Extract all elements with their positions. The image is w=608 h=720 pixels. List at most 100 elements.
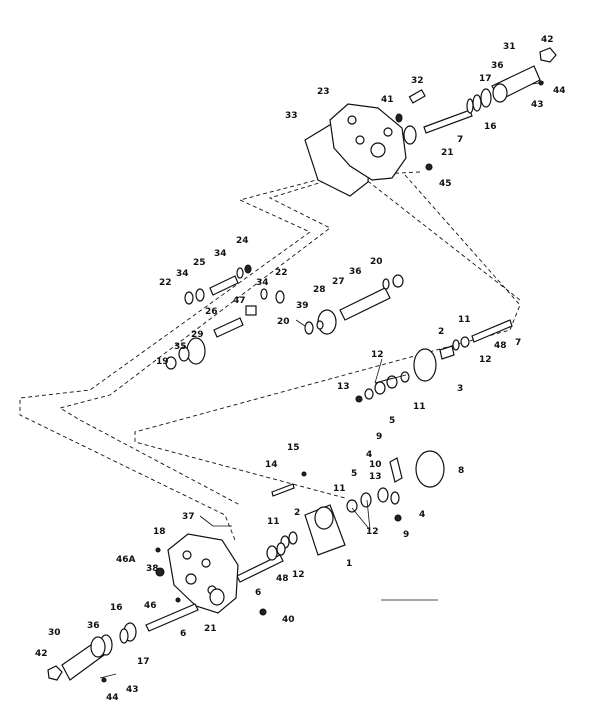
callout-47: 47 [233,296,246,306]
washer-17 [466,98,474,114]
washer-34b [236,267,244,279]
callout-11: 11 [267,517,280,527]
callout-26: 26 [205,307,218,317]
axle-7 [423,109,473,134]
washer-12 [460,336,470,348]
gear-5b [374,381,386,395]
callout-labels: 42 31 36 17 44 43 16 32 23 41 7 33 21 45… [35,35,566,703]
callout-39: 39 [296,301,309,311]
callout-34: 34 [176,269,189,279]
callout-18: 18 [153,527,166,537]
callout-15: 15 [287,443,300,453]
axle-7-mid [471,319,513,343]
callout-44: 44 [106,693,119,703]
callout-33: 33 [285,111,298,121]
block-47 [245,305,257,316]
callout-45: 45 [439,179,452,189]
bushing-38 [155,567,165,577]
callout-6: 6 [180,629,186,639]
bearing-20b [392,274,404,288]
shaft-10 [389,457,403,483]
callout-22: 22 [275,268,288,278]
callout-29: 29 [191,330,204,340]
callout-36: 36 [491,61,504,71]
callout-12: 12 [479,355,492,365]
callout-10: 10 [369,460,382,470]
callout-44: 44 [553,86,566,96]
callout-12: 12 [366,527,379,537]
washer-2 [288,531,298,545]
callout-17: 17 [479,74,492,84]
callout-11: 11 [413,402,426,412]
gear-5-low [377,487,389,503]
callout-7: 7 [457,135,463,145]
callout-42: 42 [541,35,554,45]
callout-16: 16 [110,603,123,613]
screw-46a [155,547,161,553]
washer-12-low [346,499,358,513]
callout-8: 8 [458,466,464,476]
washer-17-low [119,628,129,644]
bearing-22 [275,290,285,304]
gear-4 [390,491,400,505]
callout-42: 42 [35,649,48,659]
callout-23: 23 [317,87,330,97]
washer-11 [452,339,460,351]
callout-28: 28 [313,285,326,295]
screw-46 [175,597,181,603]
housing-boss [355,135,365,145]
callout-24: 24 [236,236,249,246]
middle-center-group [304,274,404,335]
callout-5: 5 [351,469,357,479]
washer-12b [364,388,374,400]
callout-4: 4 [366,450,372,460]
axle-6-a [236,554,284,583]
seal-36 [480,88,492,108]
callout-12: 12 [292,570,305,580]
washer-34 [195,288,205,302]
screw-45 [425,163,433,171]
pin-2 [439,345,455,360]
cotter-pin-43-low [99,673,117,679]
callout-20: 20 [370,257,383,267]
washer-48 [276,542,286,556]
callout-46: 46 [144,601,157,611]
callout-35: 35 [174,342,187,352]
callout-40: 40 [282,615,295,625]
callout-17: 17 [137,657,150,667]
callout-2: 2 [294,508,300,518]
housing-boss [182,550,192,560]
carrier-flange [314,506,334,530]
gear-11-low [360,492,372,508]
callout-14: 14 [265,460,278,470]
washer-11-left [266,545,278,561]
nut-42 [539,47,557,63]
housing-boss [347,115,357,125]
callout-38: 38 [146,564,159,574]
callout-31: 31 [503,42,516,52]
bearing-21-low [209,588,225,606]
callout-32: 32 [411,76,424,86]
callout-22: 22 [159,278,172,288]
callout-30: 30 [48,628,61,638]
bearing-19 [165,356,177,370]
callout-34: 34 [256,278,269,288]
callout-48: 48 [494,341,507,351]
lower-housing-group [47,533,267,683]
nut-42-low [47,665,63,681]
pin-15 [301,471,307,477]
callout-1: 1 [346,559,352,569]
washer-39 [316,320,324,330]
bolt-14 [271,483,295,497]
washer-13 [355,395,363,403]
washer-9 [394,514,402,522]
callout-19: 19 [156,357,169,367]
callout-48: 48 [276,574,289,584]
hub-30-flange [90,636,106,658]
callout-25: 25 [193,258,206,268]
callout-37: 37 [182,512,195,522]
callout-2: 2 [438,327,444,337]
housing-boss [383,127,393,137]
